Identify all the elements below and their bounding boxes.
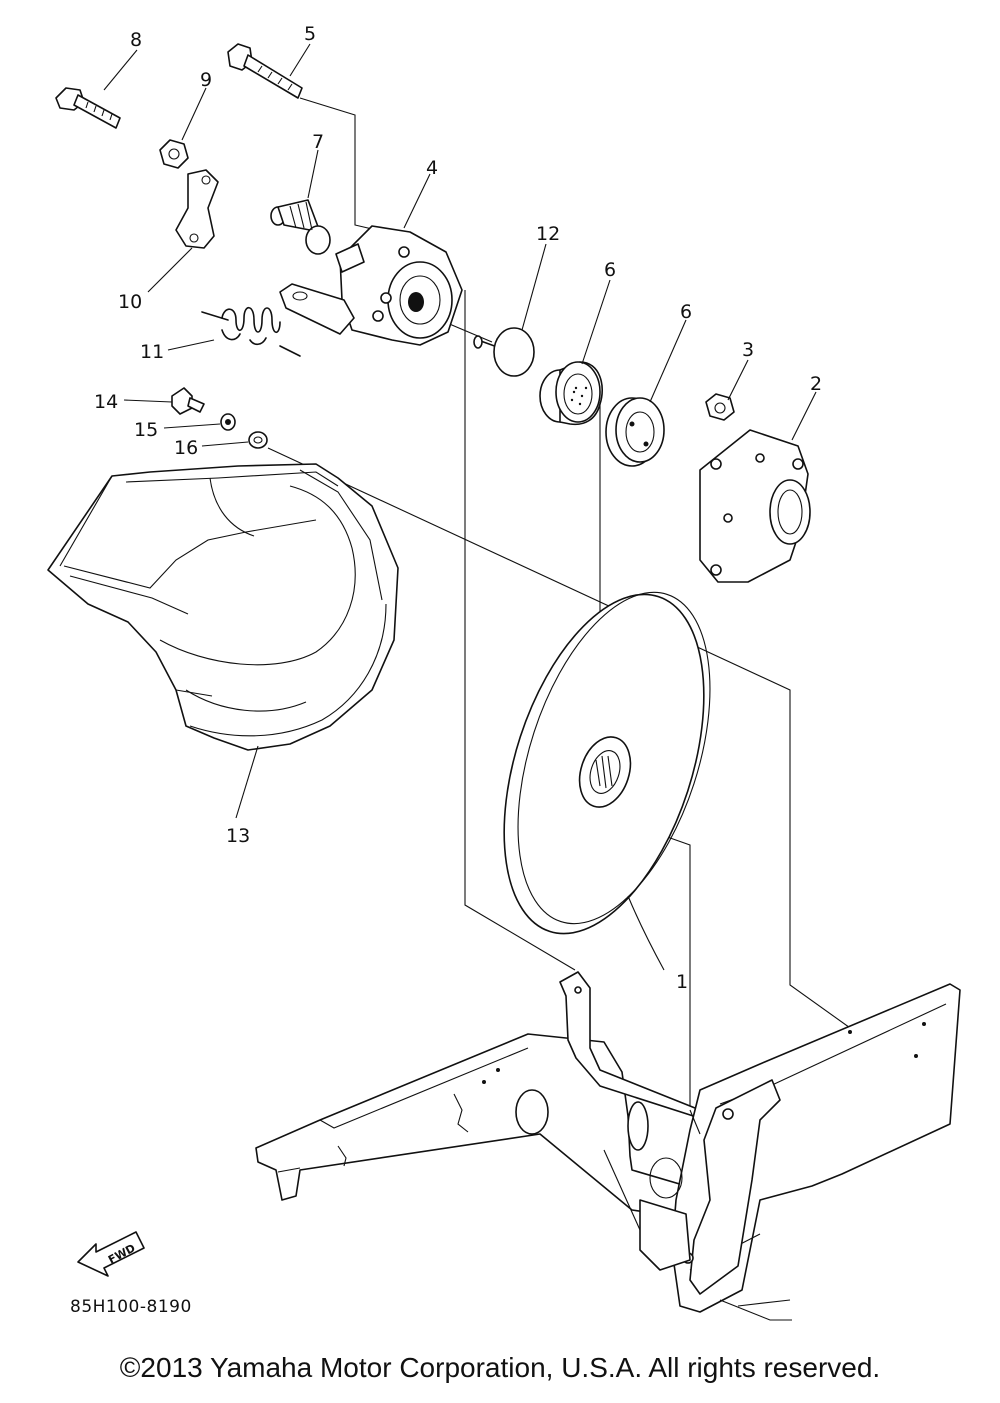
callout-11: 11 xyxy=(140,341,164,363)
callout-12: 12 xyxy=(536,223,560,245)
callout-8: 8 xyxy=(130,29,142,51)
copyright-notice: ©2013 Yamaha Motor Corporation, U.S.A. A… xyxy=(119,1352,881,1383)
fwd-arrow-icon: FWD xyxy=(77,1231,145,1277)
callout-15: 15 xyxy=(134,419,158,441)
bracket-4 xyxy=(279,225,463,346)
callout-labels: 8 9 5 7 4 12 6 6 3 2 10 11 14 15 16 13 1 xyxy=(94,23,822,993)
plug-12 xyxy=(473,327,535,377)
sheave-1 xyxy=(503,591,711,971)
callout-5: 5 xyxy=(304,23,316,45)
callout-leaders xyxy=(103,43,817,819)
housing-plate-2 xyxy=(699,429,811,583)
callout-6a: 6 xyxy=(604,259,616,281)
callout-13: 13 xyxy=(226,825,250,847)
part-code: 85H100-8190 xyxy=(70,1297,192,1317)
lever-arm-10 xyxy=(175,169,219,249)
callout-3: 3 xyxy=(742,339,754,361)
washer-15 xyxy=(220,413,236,431)
nut-9 xyxy=(159,139,189,169)
nut-3 xyxy=(705,393,735,421)
adjuster-7 xyxy=(270,199,331,255)
callout-14: 14 xyxy=(94,391,118,413)
callout-9: 9 xyxy=(200,69,212,91)
callout-1: 1 xyxy=(676,971,688,993)
callout-16: 16 xyxy=(174,437,198,459)
spring-11 xyxy=(201,306,301,357)
callout-10: 10 xyxy=(118,291,142,313)
belt-cover-13 xyxy=(47,463,399,751)
callout-7: 7 xyxy=(312,131,324,153)
bolt-8 xyxy=(55,87,121,129)
callout-2: 2 xyxy=(810,373,822,395)
cap-6a xyxy=(539,361,604,426)
seal-6b xyxy=(605,397,665,467)
chassis-frame xyxy=(255,971,961,1321)
screw-14 xyxy=(171,387,205,415)
washer-16 xyxy=(248,431,268,449)
callout-4: 4 xyxy=(426,157,438,179)
bolt-5 xyxy=(227,43,303,99)
callout-6b: 6 xyxy=(680,301,692,323)
